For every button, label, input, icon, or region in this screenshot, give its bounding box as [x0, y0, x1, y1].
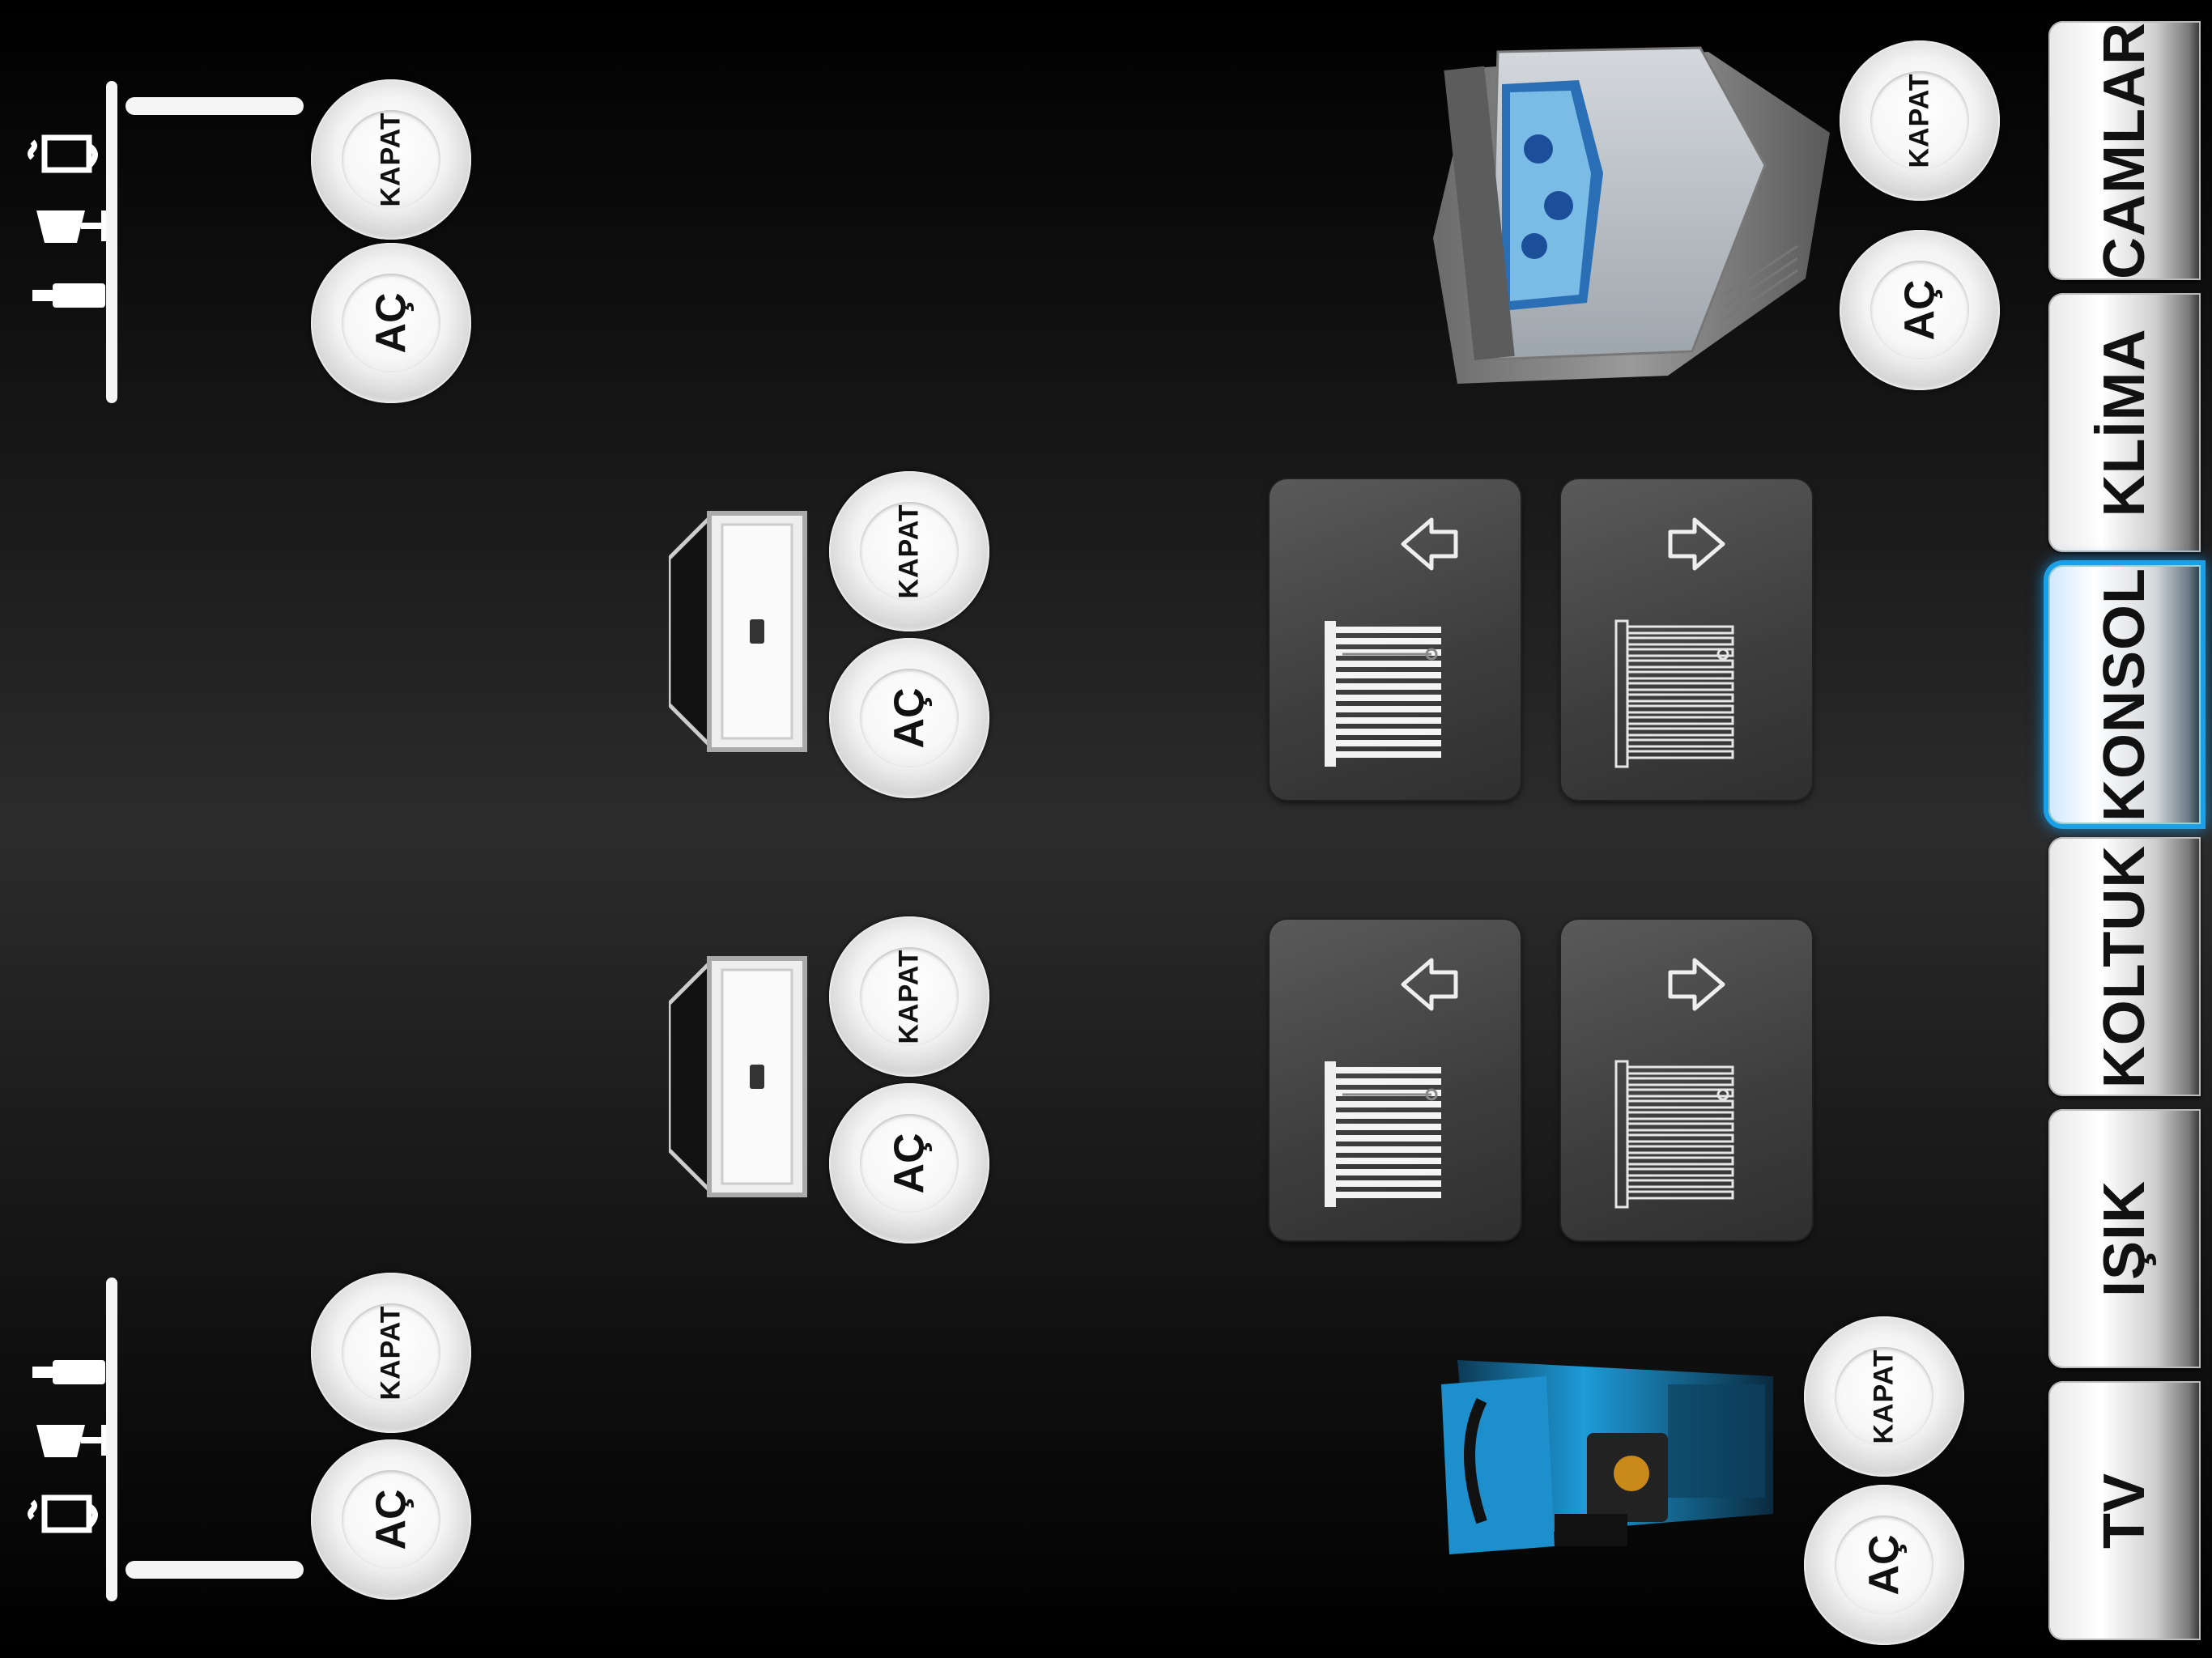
- shelf-top-open-button[interactable]: AÇ: [311, 243, 471, 403]
- arrow-right-icon: [1668, 517, 1725, 571]
- drawer-upper-close-button[interactable]: KAPAT: [829, 471, 989, 631]
- drinks-shelf-icon: [28, 1360, 106, 1533]
- shelf-post: [106, 1278, 117, 1601]
- cooler-box-image: [1433, 46, 1830, 384]
- tab-koltuk[interactable]: KOLTUK: [2048, 837, 2201, 1096]
- drinks-shelf-icon: [28, 134, 106, 308]
- tab-isik[interactable]: IŞIK: [2048, 1109, 2201, 1368]
- open-label: AÇ: [886, 1133, 933, 1194]
- shelf-bottom-close-button[interactable]: KAPAT: [311, 1273, 471, 1433]
- arrow-left-icon: [1401, 517, 1458, 571]
- drawer-lower-close-button[interactable]: KAPAT: [829, 916, 989, 1077]
- window-blind-icon: [1325, 1061, 1441, 1207]
- open-label: AÇ: [368, 1489, 415, 1550]
- close-label: KAPAT: [1868, 1349, 1899, 1444]
- blind-upper-open-panel[interactable]: [1561, 479, 1812, 800]
- open-label: AÇ: [1896, 279, 1943, 341]
- tab-label: KONSOL: [2092, 567, 2157, 823]
- tab-camlar[interactable]: CAMLAR: [2048, 21, 2201, 280]
- blind-lower-close-panel[interactable]: [1270, 920, 1521, 1240]
- tab-konsol[interactable]: KONSOL: [2048, 565, 2201, 824]
- close-label: KAPAT: [893, 949, 925, 1044]
- drawer-upper-open-button[interactable]: AÇ: [829, 638, 989, 798]
- shelf-arm: [125, 97, 304, 115]
- tab-klima[interactable]: KLİMA: [2048, 293, 2201, 552]
- window-blind-icon: [1614, 619, 1734, 768]
- tab-label: IŞIK: [2092, 1180, 2157, 1298]
- blind-upper-close-panel[interactable]: [1270, 479, 1521, 800]
- window-blind-icon: [1325, 621, 1441, 767]
- close-label: KAPAT: [375, 112, 406, 207]
- drawer-lower-open-button[interactable]: AÇ: [829, 1083, 989, 1244]
- cooler-open-button[interactable]: AÇ: [1840, 230, 2000, 390]
- tab-tv[interactable]: TV: [2048, 1381, 2201, 1640]
- shelf-post: [106, 81, 117, 403]
- arrow-left-icon: [1401, 958, 1458, 1011]
- arrow-right-icon: [1668, 958, 1725, 1011]
- open-label: AÇ: [1861, 1534, 1908, 1596]
- blind-lower-open-panel[interactable]: [1561, 920, 1812, 1240]
- coffee-close-button[interactable]: KAPAT: [1804, 1316, 1964, 1477]
- close-label: KAPAT: [375, 1305, 406, 1401]
- coffee-open-button[interactable]: AÇ: [1804, 1485, 1964, 1645]
- drawer-icon: [669, 956, 807, 1197]
- shelf-bottom-open-button[interactable]: AÇ: [311, 1439, 471, 1600]
- cooler-close-button[interactable]: KAPAT: [1840, 40, 2000, 201]
- shelf-arm: [125, 1561, 304, 1579]
- tab-label: TV: [2092, 1472, 2157, 1550]
- tab-label: KLİMA: [2092, 328, 2157, 517]
- tab-label: KOLTUK: [2092, 844, 2157, 1089]
- open-label: AÇ: [886, 687, 933, 749]
- open-label: AÇ: [368, 292, 415, 354]
- drawer-icon: [669, 511, 807, 752]
- coffee-machine-image: [1441, 1360, 1773, 1554]
- close-label: KAPAT: [1904, 73, 1935, 168]
- shelf-top-close-button[interactable]: KAPAT: [311, 79, 471, 240]
- window-blind-icon: [1614, 1060, 1734, 1209]
- tab-label: CAMLAR: [2092, 22, 2157, 279]
- close-label: KAPAT: [893, 504, 925, 599]
